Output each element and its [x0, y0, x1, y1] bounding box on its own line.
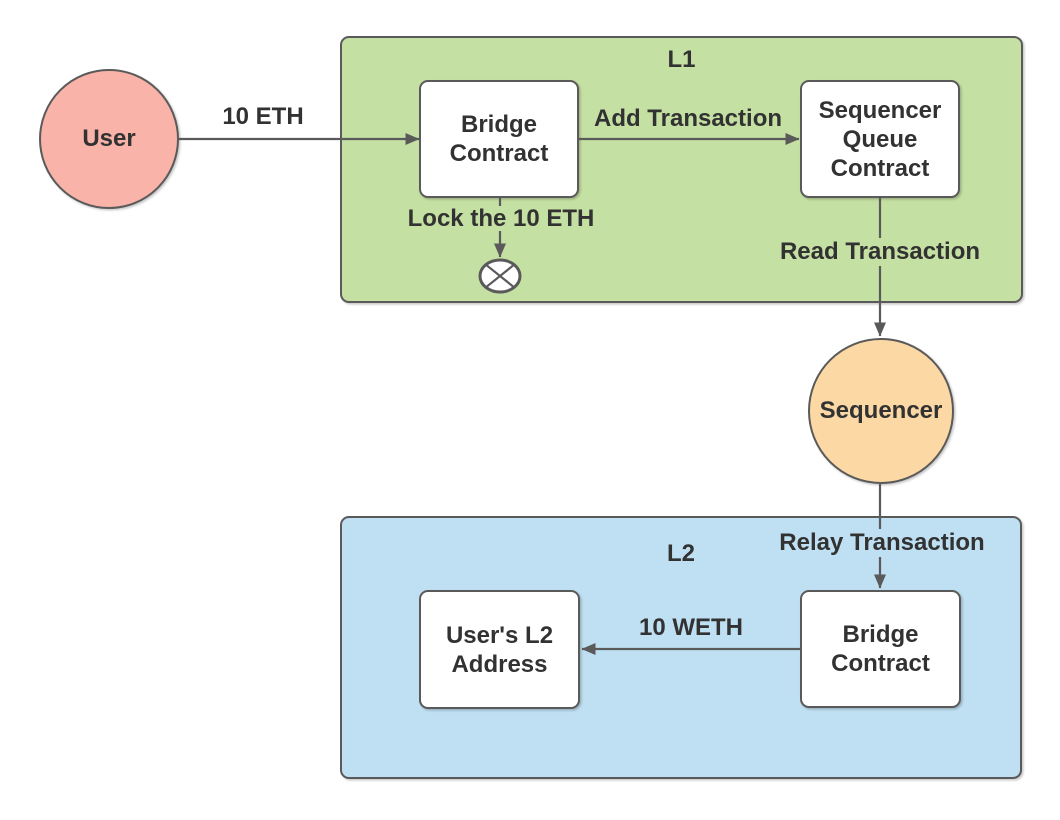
relay-transaction-arrow-label: Relay Transaction: [775, 529, 989, 557]
user-node: User: [39, 69, 179, 209]
users-l2-address-label: User's L2 Address: [445, 621, 554, 678]
read-transaction-arrow-label: Read Transaction: [775, 238, 985, 266]
users-l2-address-node: User's L2 Address: [419, 590, 580, 709]
l2-bridge-contract-label: Bridge Contract: [831, 621, 930, 677]
l2-container-label: L2: [666, 540, 695, 567]
sequencer-node: Sequencer: [808, 338, 954, 484]
l1-bridge-contract-label: Bridge Contract: [449, 111, 549, 167]
user-node-label: User: [82, 125, 136, 152]
l1-container-label: L1: [667, 46, 696, 73]
mint-weth-arrow-label: 10 WETH: [638, 614, 744, 641]
add-transaction-arrow-label: Add Transaction: [593, 105, 783, 132]
deposit-arrow-label: 10 ETH: [222, 103, 304, 130]
l1-bridge-contract-node: Bridge Contract: [419, 80, 579, 198]
l2-bridge-contract-node: Bridge Contract: [800, 590, 961, 708]
lock-arrow-label: Lock the 10 ETH: [407, 205, 595, 232]
sequencer-node-label: Sequencer: [819, 397, 943, 424]
sequencer-queue-contract-node: Sequencer Queue Contract: [800, 80, 960, 198]
sequencer-queue-contract-label: Sequencer Queue Contract: [818, 96, 942, 182]
